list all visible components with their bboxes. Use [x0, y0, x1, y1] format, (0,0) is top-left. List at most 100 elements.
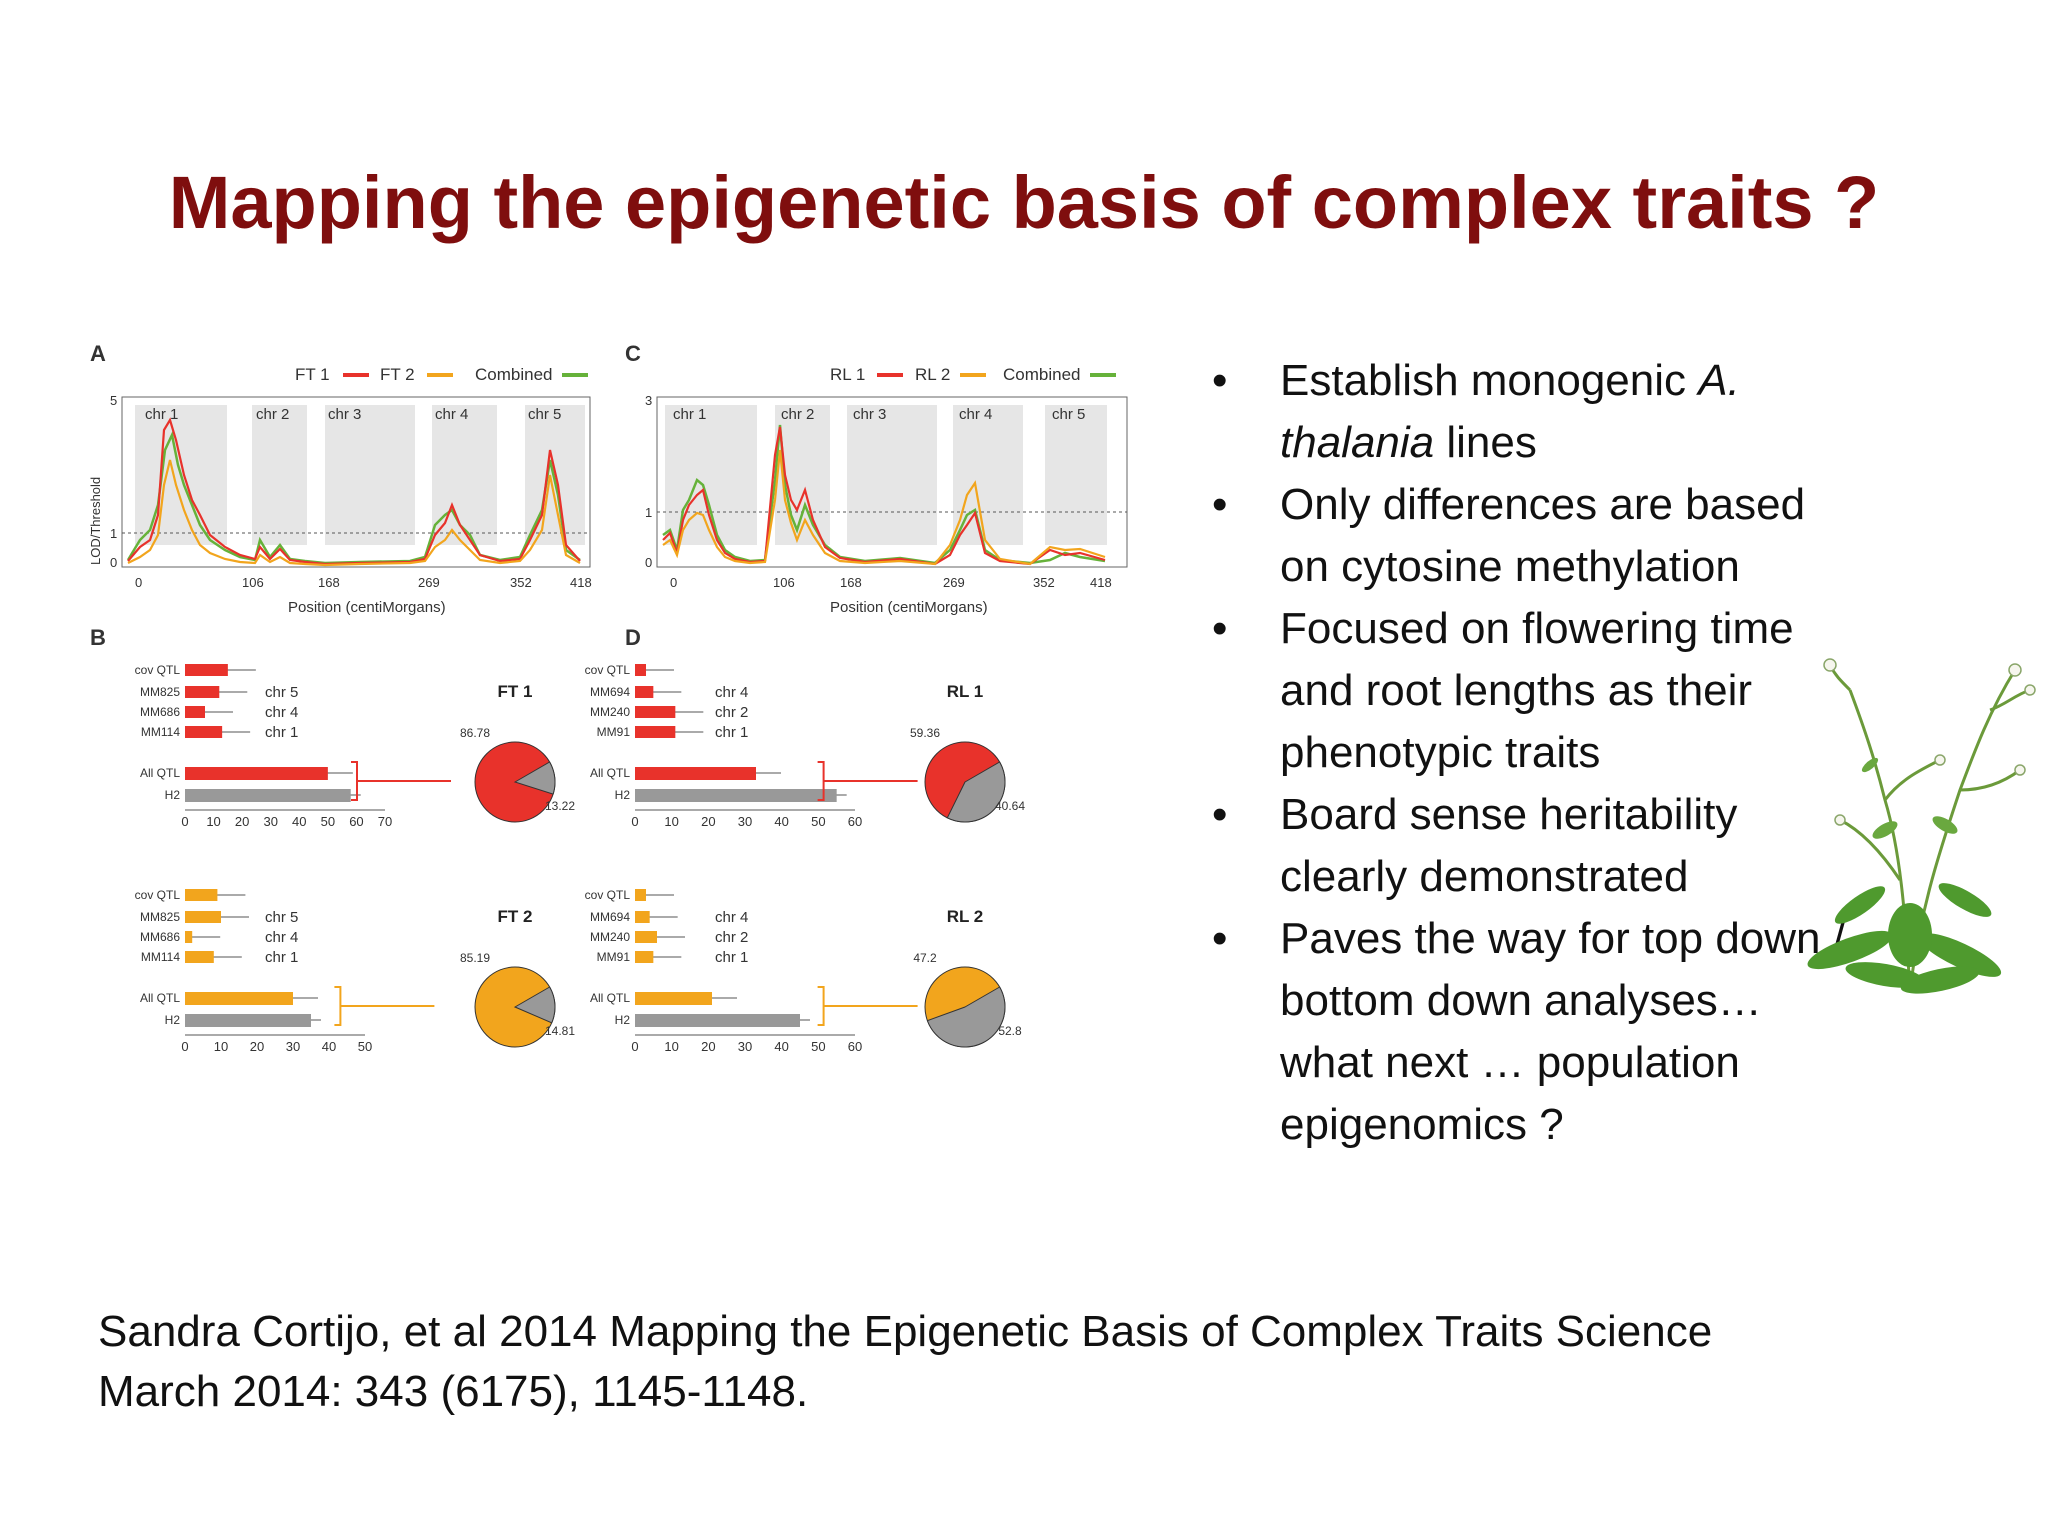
lod-curve-ft2	[127, 459, 581, 567]
x-tick: 40	[774, 814, 788, 829]
chr-label: chr 4	[715, 909, 748, 926]
x-tick: 269	[943, 575, 965, 590]
x-tick: 20	[701, 1039, 715, 1054]
x-tick: 70	[378, 814, 392, 829]
x-tick: 20	[235, 814, 249, 829]
x-tick: 0	[670, 575, 677, 590]
chr-label: chr 3	[853, 406, 886, 423]
x-tick: 60	[349, 814, 363, 829]
x-tick: 50	[321, 814, 335, 829]
bracket	[817, 761, 918, 801]
x-tick: 10	[664, 814, 678, 829]
pie-value-explained: 85.19	[460, 951, 490, 965]
chr-label: chr 5	[265, 684, 298, 701]
legend-combined-a-swatch	[562, 373, 588, 377]
x-tick: 168	[840, 575, 862, 590]
pie-slice-unexplained	[513, 986, 556, 1024]
bullet-item: Only differences are based on cytosine m…	[1212, 474, 1852, 598]
panel-d-label: D	[625, 625, 641, 650]
x-tick: 0	[135, 575, 142, 590]
bar-all-qtl	[185, 992, 293, 1005]
bar	[185, 951, 214, 963]
chr-band-2	[252, 405, 307, 545]
row-label: MM825	[140, 910, 180, 924]
pie-value-explained: 47.2	[913, 951, 937, 965]
row-label-all-qtl: All QTL	[140, 991, 180, 1005]
chr-label: chr 2	[715, 929, 748, 946]
row-label: MM694	[590, 910, 630, 924]
bar-h2	[185, 1014, 311, 1027]
legend-combined-c-swatch	[1090, 373, 1116, 377]
x-tick: 20	[701, 814, 715, 829]
trait-label: FT 1	[498, 682, 533, 701]
chr-label: chr 4	[435, 406, 468, 423]
bar-all-qtl	[185, 767, 328, 780]
row-label: cov QTL	[135, 888, 181, 902]
row-label: MM114	[141, 725, 180, 739]
row-label: cov QTL	[585, 888, 631, 902]
x-tick: 168	[318, 575, 340, 590]
pie-slice-unexplained	[946, 761, 1006, 823]
row-label: MM240	[590, 705, 630, 719]
citation-line-2: March 2014: 343 (6175), 1145-1148.	[98, 1367, 809, 1416]
x-tick: 106	[773, 575, 795, 590]
x-tick: 30	[738, 814, 752, 829]
bar	[635, 911, 650, 923]
x-tick: 0	[631, 1039, 638, 1054]
row-label-h2: H2	[165, 788, 181, 802]
row-label: MM240	[590, 930, 630, 944]
bar-h2	[635, 1014, 800, 1027]
bar	[185, 911, 221, 923]
pie-value-unexplained: 14.81	[545, 1024, 575, 1038]
chr-band-4	[432, 405, 497, 545]
panel-c-xlabel: Position (centiMorgans)	[830, 599, 988, 616]
x-tick: 40	[774, 1039, 788, 1054]
row-label-h2: H2	[615, 1013, 631, 1027]
row-label: cov QTL	[585, 663, 631, 677]
bar	[185, 686, 220, 698]
bar	[635, 686, 654, 698]
trait-label: RL 1	[947, 682, 984, 701]
x-tick: 269	[418, 575, 440, 590]
bar-h2	[635, 789, 837, 802]
chr-label: chr 3	[328, 406, 361, 423]
slide-title: Mapping the epigenetic basis of complex …	[168, 161, 1880, 244]
pie-value-explained: 59.36	[910, 726, 940, 740]
row-label: MM91	[597, 950, 631, 964]
legend-ft1: FT 1	[295, 365, 330, 384]
bracket	[351, 761, 451, 801]
panel-a-label: A	[90, 341, 106, 366]
x-tick: 30	[263, 814, 277, 829]
row-label: MM686	[140, 705, 180, 719]
bar	[635, 951, 654, 963]
bullet-item: Paves the way for top down / bottom down…	[1212, 908, 1852, 1156]
y-tick: 0	[110, 555, 117, 570]
bar	[185, 889, 218, 901]
bullet-item: Board sense heritability clearly demonst…	[1212, 784, 1852, 908]
chr-band-3	[325, 405, 415, 545]
chr-band-3	[847, 405, 937, 545]
chr-label: chr 1	[715, 724, 748, 741]
legend-rl2-swatch	[960, 373, 986, 377]
x-tick: 50	[811, 814, 825, 829]
bracket	[817, 986, 918, 1026]
pie-slice-unexplained	[926, 986, 1006, 1048]
bar	[635, 664, 646, 676]
arabidopsis-plant-illustration	[1807, 658, 2036, 994]
row-label: MM114	[141, 950, 180, 964]
chr-label: chr 2	[715, 704, 748, 721]
lod-curve-rl2	[662, 449, 1106, 566]
bracket	[334, 986, 435, 1026]
bar-all-qtl	[635, 992, 712, 1005]
citation-line-1: Sandra Cortijo, et al 2014 Mapping the E…	[98, 1307, 1713, 1356]
chr-label: chr 2	[781, 406, 814, 423]
x-tick: 50	[811, 1039, 825, 1054]
legend-ft1-swatch	[343, 373, 369, 377]
x-tick: 418	[1090, 575, 1112, 590]
lod-curve-ft1	[127, 417, 581, 566]
citation: Sandra Cortijo, et al 2014 Mapping the E…	[98, 1302, 1712, 1422]
x-tick: 50	[358, 1039, 372, 1054]
